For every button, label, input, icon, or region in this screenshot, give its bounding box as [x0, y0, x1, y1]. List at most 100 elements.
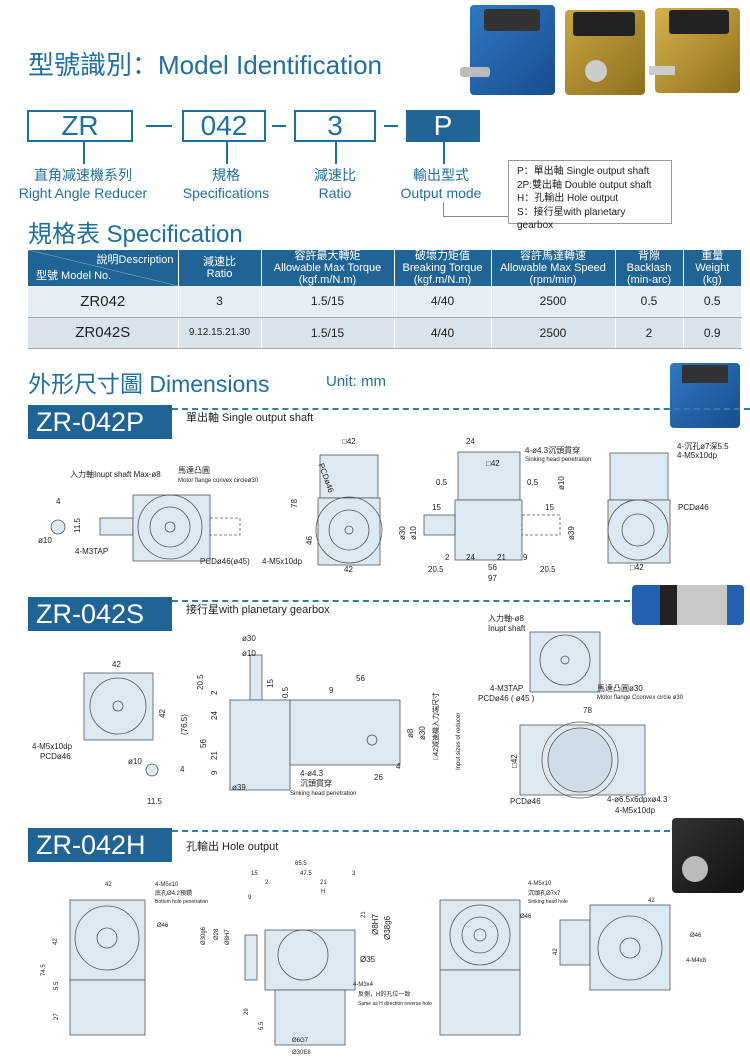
dimension-label: 24: [210, 711, 219, 720]
dimension-label: 42: [158, 709, 167, 718]
dimension-label: 15: [251, 871, 258, 877]
dimension-label: 5.5: [259, 1021, 265, 1030]
dimension-label: Inupt shaft: [488, 624, 526, 633]
dimension-label: 4-M5x10: [528, 881, 552, 887]
dimension-label: ø10: [38, 536, 52, 545]
spec-title: 規格表 Specification: [28, 221, 243, 248]
dimension-label: Ø38g6: [383, 915, 392, 940]
dimension-label: ø30: [242, 634, 256, 643]
dimensions-title: 外形尺寸圖 Dimensions: [28, 371, 270, 397]
dimension-label: 9: [329, 686, 334, 695]
dimension-label: 11.5: [147, 797, 162, 806]
dimension-label: □42: [342, 437, 356, 446]
dimension-label: 42: [53, 938, 59, 945]
dimension-label: Sinking head penetration: [525, 457, 592, 463]
dimension-label: 4: [396, 762, 401, 771]
dimension-label: □42減速機入力端尺寸: [433, 691, 440, 760]
dimension-label: Ø46: [157, 923, 169, 929]
section-banner-h: ZR-042H: [28, 828, 172, 862]
dimension-label: 0.5: [527, 478, 539, 487]
dimension-label: 4: [180, 765, 185, 774]
dimension-label: Same as H direction reverse hole: [358, 1001, 432, 1007]
drawing-p-side-view: [423, 451, 561, 561]
dimension-label: Input sizes of reducer: [456, 712, 462, 770]
dimension-label: ø39: [567, 526, 576, 540]
code-box-output: P: [406, 110, 480, 142]
dimension-label: 4-M5x10dp: [32, 742, 73, 751]
dimension-label: 4-M5x10: [155, 882, 179, 888]
dimension-label: 4-M3x4: [353, 982, 374, 988]
dimension-label: 4-沉孔ø7深5.5: [677, 442, 729, 451]
dimension-label: 3: [352, 871, 356, 877]
dimension-label: 0.5: [281, 686, 290, 698]
dimension-label: Sinking head penetration: [290, 791, 357, 797]
dimension-label: 4-M5x10dp: [262, 557, 303, 566]
drawing-s-side-view: [229, 654, 401, 791]
divider: [384, 125, 398, 127]
code-box-ratio: 3: [294, 110, 376, 142]
section-banner-s: ZR-042S: [28, 597, 172, 631]
dimension-label: 42: [648, 898, 655, 904]
product-photo-gold: [649, 8, 740, 93]
dimension-label: 97: [488, 574, 497, 583]
section-subtitle-s: 接行星with planetary gearbox: [186, 604, 330, 616]
section-subtitle-h: 孔輸出 Hole output: [186, 841, 279, 853]
dimension-label: 24: [466, 553, 475, 562]
dimension-label: ø8: [406, 728, 415, 738]
dimension-label: 沉頭孔Ø7x7: [528, 891, 561, 897]
dimension-label: PCDø46: [678, 503, 709, 512]
dimension-label: 42: [344, 565, 353, 574]
dimension-label: ø10: [242, 649, 256, 658]
drawing-h-side-view: [244, 929, 356, 1046]
dimension-label: 20.5: [428, 565, 444, 574]
dimension-label: Ø28: [214, 928, 220, 940]
dimension-label: 15: [545, 503, 554, 512]
dimension-label: 24: [466, 437, 475, 446]
drawing-p-input-view: [50, 494, 241, 562]
dimension-label: ø10: [128, 757, 142, 766]
dimension-label: 2: [265, 880, 269, 886]
dimension-label: Ø30g6: [201, 926, 207, 945]
dimension-label: 9: [248, 895, 252, 901]
dimension-label: 21: [361, 911, 367, 918]
divider: [272, 125, 286, 127]
dimension-label: PCDø46: [510, 797, 541, 806]
dimension-label: PCDø46 ( ø45 ): [478, 694, 535, 703]
dimension-label: Ø8H7: [225, 929, 231, 945]
dimension-label: 21: [320, 880, 327, 886]
dimension-label: Ø46: [690, 933, 702, 939]
dimension-label: Sinking head hole: [528, 899, 568, 905]
dimension-label: 2: [210, 690, 219, 695]
product-photo-p: [670, 363, 740, 428]
code-box-spec: 042: [182, 110, 266, 142]
drawing-h-top-view: [559, 904, 671, 991]
dimension-label: 沉頭貫穿: [300, 779, 332, 788]
dimension-label: 46: [305, 536, 314, 545]
dimension-label: 65.5: [295, 861, 307, 867]
dimension-label: 反側，H的孔位一致: [358, 992, 411, 998]
dimension-label: Bottom hole penetration: [155, 899, 209, 905]
dimension-label: 15: [432, 503, 441, 512]
dimension-label: 78: [583, 706, 592, 715]
dimension-label: ø10: [409, 526, 418, 540]
dimension-label: 26: [374, 773, 383, 782]
dimension-label: 11.5: [73, 518, 82, 533]
drawing-p-rear-view: [607, 452, 671, 564]
dimension-label: 20.5: [196, 674, 205, 690]
dimension-label: 5.5: [54, 981, 60, 990]
dimension-label: PCDø46(ø45): [200, 557, 250, 566]
dimension-label: 4: [56, 497, 61, 506]
dimension-label: Motor flange Cconvex circle ø30: [597, 695, 684, 701]
dimension-label: 42: [105, 882, 112, 888]
product-photo-h: [672, 818, 744, 893]
dimension-label: ø30: [418, 726, 427, 740]
dimension-label: PCDø46: [40, 752, 71, 761]
